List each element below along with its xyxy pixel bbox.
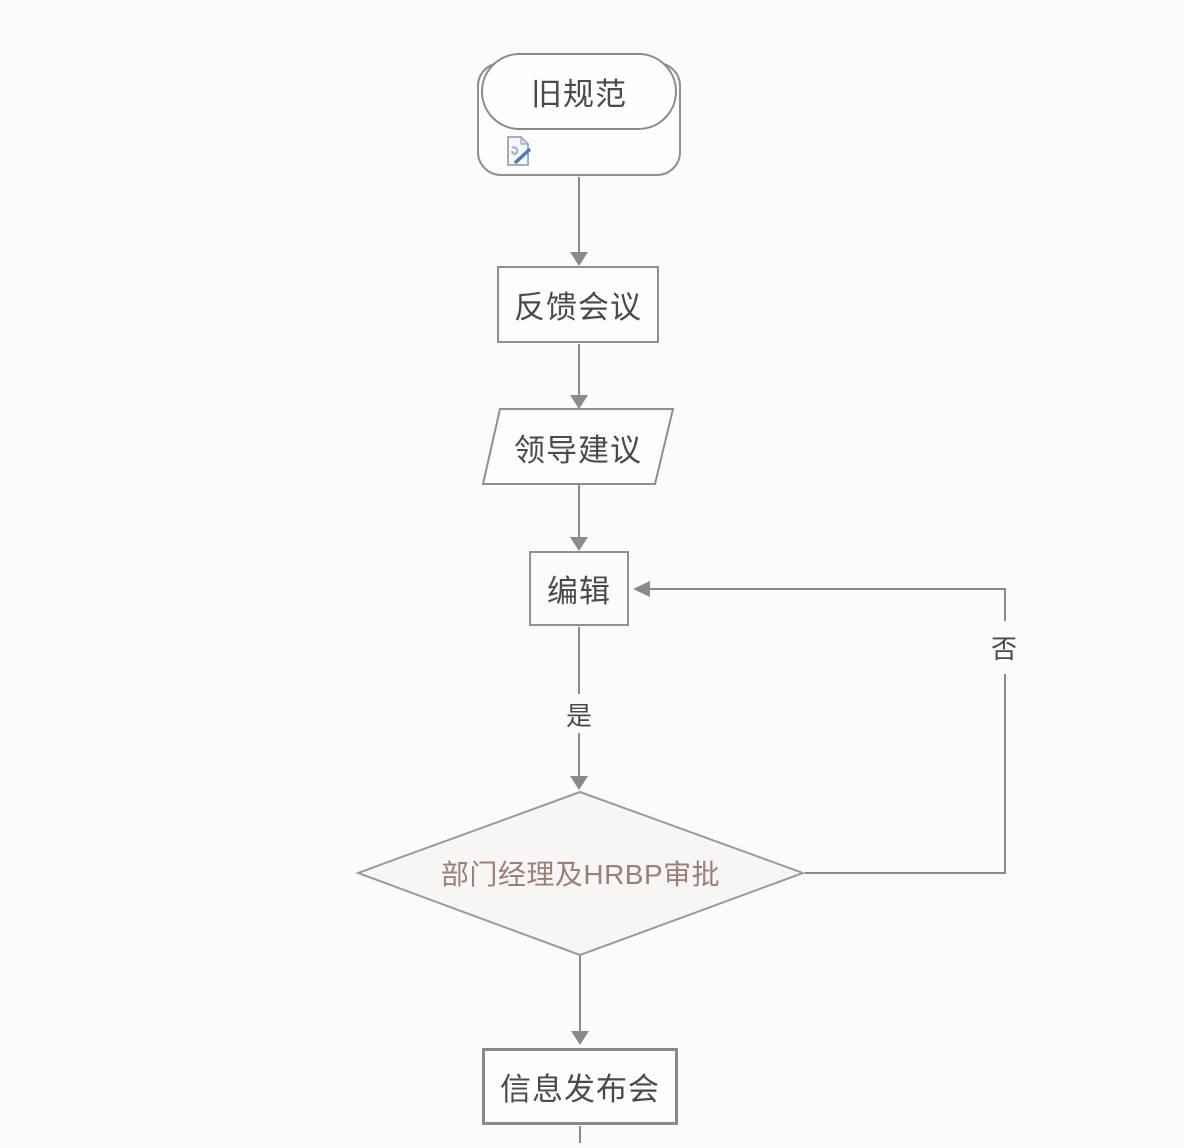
node-suggestion-label: 领导建议 xyxy=(514,432,642,468)
node-feedback-label: 反馈会议 xyxy=(514,290,642,325)
edge-label-yes: 是 xyxy=(557,698,601,731)
suggestion-parallelogram-shape xyxy=(481,408,675,485)
arrowhead-into-suggestion xyxy=(570,395,588,409)
node-start-terminator: 旧规范 xyxy=(481,53,677,130)
arrowhead-into-approval xyxy=(570,776,588,790)
node-release-label: 信息发布会 xyxy=(500,1072,660,1107)
arrowhead-into-edit-right xyxy=(633,581,650,597)
connector-no-loop-lower xyxy=(805,674,1006,874)
connector-no-loop-upper xyxy=(650,588,1006,621)
node-approval-label: 部门经理及HRBP审批 xyxy=(440,859,721,890)
document-edit-icon xyxy=(507,135,531,166)
node-start-label: 旧规范 xyxy=(531,77,627,112)
arrowhead-into-feedback xyxy=(570,252,588,266)
node-edit: 编辑 xyxy=(529,551,629,626)
node-approval-decision: 部门经理及HRBP审批 xyxy=(388,856,773,890)
no-text: 否 xyxy=(990,633,1017,664)
node-feedback-meeting: 反馈会议 xyxy=(497,266,659,343)
arrowhead-into-release xyxy=(571,1031,589,1045)
edge-label-no: 否 xyxy=(982,631,1026,664)
node-leader-suggestion: 领导建议 xyxy=(486,412,670,482)
node-info-release: 信息发布会 xyxy=(482,1048,678,1125)
approval-diamond-shape xyxy=(355,790,806,957)
yes-text: 是 xyxy=(565,700,592,731)
arrowhead-into-edit-top xyxy=(570,537,588,551)
node-edit-label: 编辑 xyxy=(547,574,611,609)
